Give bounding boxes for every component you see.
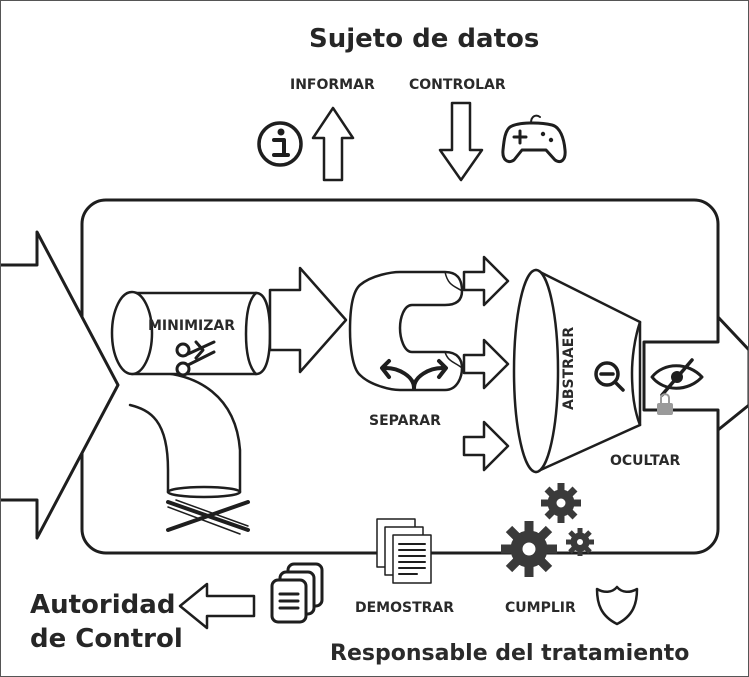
flow-arrow-1	[268, 266, 348, 374]
stack-documents-icon	[270, 562, 324, 624]
documents-icon	[376, 518, 432, 584]
cumplir-label: CUMPLIR	[505, 600, 576, 616]
informar-up-arrow	[311, 106, 355, 182]
controlar-down-arrow	[438, 101, 484, 182]
lock-icon	[657, 393, 673, 415]
separar-label: SEPARAR	[369, 413, 441, 429]
shield-icon	[595, 585, 639, 626]
controller-title: Responsable del tratamiento	[330, 641, 690, 666]
flow-arrow-3	[462, 338, 510, 390]
gamepad-icon	[501, 114, 567, 164]
cross-icon	[166, 499, 250, 535]
subject-title: Sujeto de datos	[309, 24, 540, 54]
ocultar-label: OCULTAR	[610, 453, 681, 469]
flow-arrow-4	[462, 420, 510, 472]
authority-line1: Autoridad	[30, 590, 176, 620]
eye-slash-icon	[650, 358, 704, 397]
zoom-out-icon	[594, 361, 625, 392]
informar-label: INFORMAR	[290, 77, 375, 93]
info-icon	[257, 121, 303, 167]
controlar-label: CONTROLAR	[409, 77, 506, 93]
demostrar-label: DEMOSTRAR	[355, 600, 455, 616]
abstraer-funnel	[512, 268, 642, 474]
split-arrows-icon	[380, 359, 448, 390]
authority-line2: de Control	[30, 624, 183, 654]
minimizar-pipe	[110, 290, 272, 499]
scissors-icon	[175, 340, 216, 377]
gears-icon	[501, 483, 594, 577]
flow-arrow-2	[462, 255, 510, 307]
separar-splitter	[348, 270, 464, 392]
autoridad-arrow	[178, 582, 256, 630]
input-arrow	[0, 230, 120, 540]
minimizar-label: MINIMIZAR	[148, 318, 235, 334]
abstraer-label: ABSTRAER	[561, 326, 577, 410]
